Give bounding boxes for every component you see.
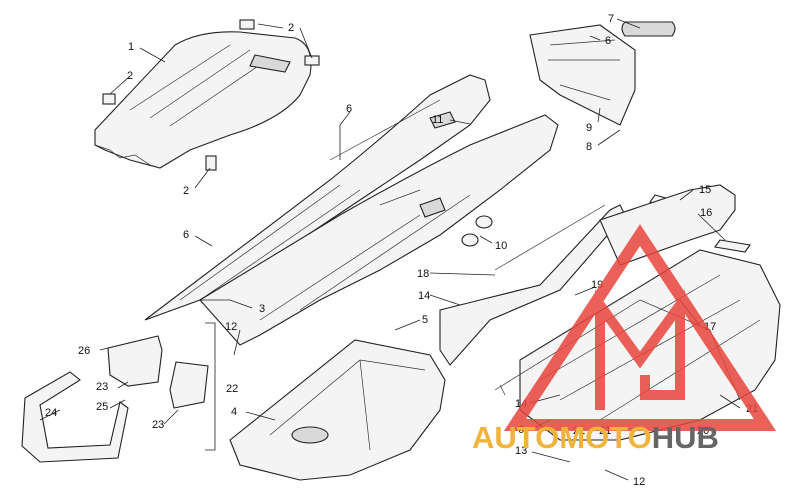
- leader-lines: [39, 18, 741, 481]
- storage-tub: [229, 339, 446, 481]
- side-panel-left: [144, 74, 491, 321]
- watermark-moto: MOTO: [559, 420, 651, 455]
- callout-26: 26: [78, 345, 90, 357]
- callout-6: 6: [346, 103, 352, 115]
- callout-22: 22: [226, 383, 238, 395]
- rear-bumper-assembly: [494, 184, 781, 441]
- callout-6: 6: [605, 35, 611, 47]
- watermark-hub: HUB: [652, 420, 719, 455]
- callout-9: 9: [586, 122, 592, 134]
- seat-cover: [94, 31, 312, 169]
- callout-6: 6: [183, 229, 189, 241]
- callout-23: 23: [152, 419, 164, 431]
- logo-triangle-icon: [503, 224, 777, 431]
- callout-18: 18: [417, 268, 429, 280]
- callout-15: 15: [699, 184, 711, 196]
- callout-12: 12: [225, 321, 237, 333]
- callout-14: 14: [418, 290, 430, 302]
- callout-25: 25: [96, 401, 108, 413]
- callout-1: 1: [128, 41, 134, 53]
- callout-11: 11: [432, 114, 443, 126]
- callout-2: 2: [183, 185, 189, 197]
- callout-12: 12: [633, 476, 645, 488]
- side-panel-right: [199, 114, 559, 346]
- watermark-logo: [503, 224, 777, 431]
- callout-8: 8: [586, 141, 592, 153]
- callout-13: 13: [515, 445, 527, 457]
- callout-2: 2: [127, 70, 133, 82]
- clip-fasteners: [102, 19, 320, 171]
- watermark-auto: AUTO: [472, 420, 559, 455]
- callout-4: 4: [231, 406, 237, 418]
- callout-10: 10: [495, 240, 507, 252]
- callout-2: 2: [288, 22, 294, 34]
- rear-bracket: [529, 21, 676, 126]
- grab-handle-assembly: [21, 322, 216, 463]
- bushings: [461, 215, 493, 247]
- callout-5: 5: [422, 314, 428, 326]
- callout-3: 3: [259, 303, 265, 315]
- callout-24: 24: [45, 407, 57, 419]
- callout-23: 23: [96, 381, 108, 393]
- callout-7: 7: [608, 13, 614, 25]
- watermark-text: AUTOMOTOHUB: [472, 420, 719, 455]
- callout-16: 16: [700, 207, 712, 219]
